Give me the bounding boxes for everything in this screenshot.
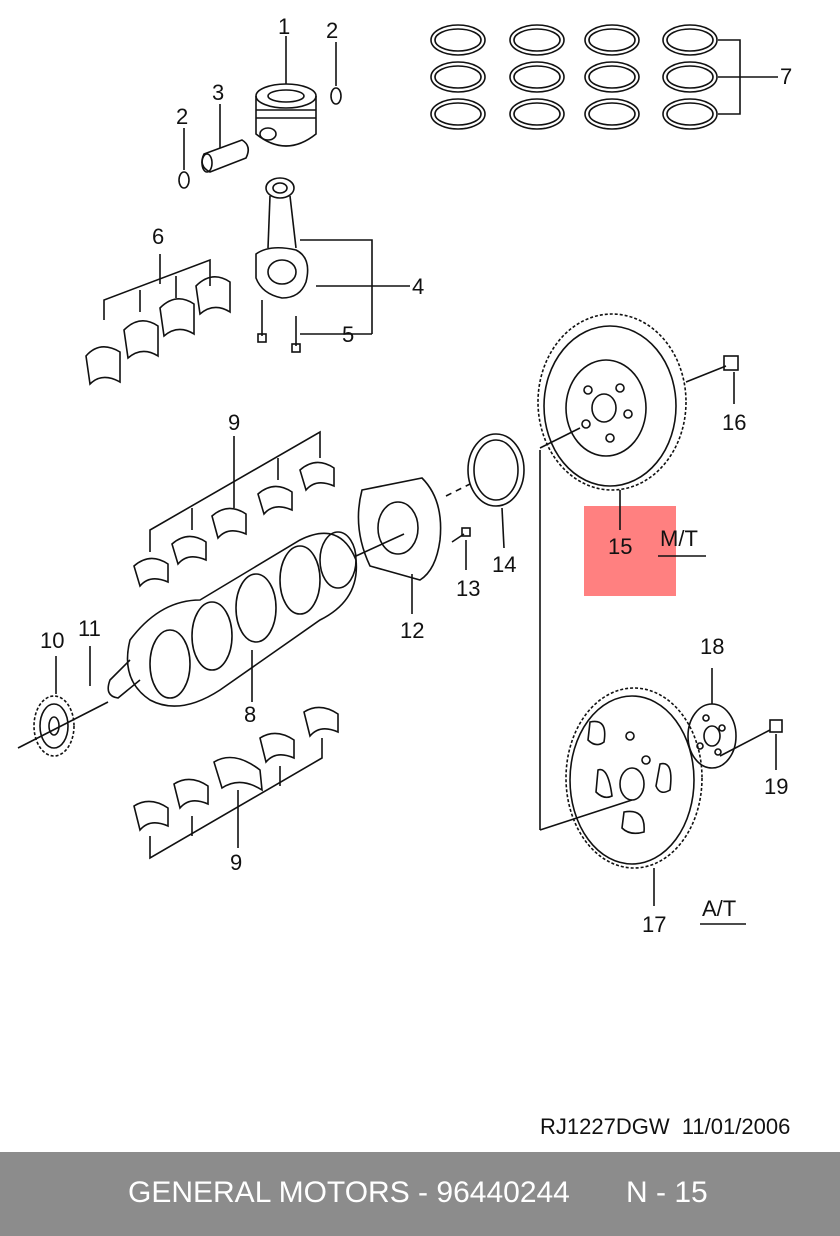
mt-label: M/T: [660, 526, 698, 551]
callout-7: 7: [780, 64, 792, 89]
callout-17: 17: [642, 912, 666, 937]
callout-13: 13: [456, 576, 480, 601]
footer-part-info: GENERAL MOTORS - 96440244: [128, 1176, 570, 1209]
reference-date: 11/01/2006: [681, 1114, 791, 1139]
thrust-plate: [357, 477, 442, 614]
callout-11: 11: [78, 616, 101, 641]
snap-ring-lower: [178, 171, 190, 189]
spacer-plate: [687, 668, 737, 769]
callout-15: 15: [608, 534, 632, 559]
crankshaft: [107, 531, 405, 707]
callout-2-lower: 2: [176, 104, 188, 129]
callout-16: 16: [722, 410, 746, 435]
callout-14: 14: [492, 552, 516, 577]
callout-8: 8: [244, 702, 256, 727]
main-bearings-lower: [133, 706, 339, 860]
timing-gear: [17, 656, 109, 757]
exploded-parts-diagram: 1 2 3 2 7 6 4 5 16 9 15 M/T 14 13 12 11 …: [17, 14, 792, 937]
callout-10: 10: [40, 628, 64, 653]
callout-6: 6: [152, 224, 164, 249]
callout-9-upper: 9: [228, 410, 240, 435]
highlight-box: [584, 506, 676, 596]
footer-brand: GENERAL MOTORS: [128, 1176, 410, 1209]
flexplate-bolt: [719, 719, 783, 770]
footer-page: N - 15: [626, 1176, 708, 1209]
rod-bearings: [85, 254, 231, 386]
footer-part-number: 96440244: [436, 1176, 570, 1209]
flywheel-manual: [537, 313, 706, 557]
snap-ring-upper: [330, 87, 342, 105]
rod-bolts: [257, 300, 372, 353]
rear-oil-seal: [445, 433, 525, 549]
callout-12: 12: [400, 618, 424, 643]
flywheel-bolt: [685, 355, 739, 404]
main-bearings-upper: [133, 430, 335, 588]
at-label: A/T: [702, 896, 736, 921]
piston-rings: [430, 24, 778, 130]
callout-18: 18: [700, 634, 724, 659]
reference-code: RJ1227DGW 11/01/2006: [540, 1114, 790, 1140]
connecting-rod: [255, 177, 410, 334]
callout-3: 3: [212, 80, 224, 105]
callout-19: 19: [764, 774, 788, 799]
callout-2-upper: 2: [326, 18, 338, 43]
callout-4: 4: [412, 274, 424, 299]
piston-pin: [201, 104, 250, 173]
flexplate-automatic: [539, 687, 746, 925]
callout-1: 1: [278, 14, 290, 39]
footer-bar: [0, 1152, 840, 1236]
reference-id: RJ1227DGW: [540, 1114, 670, 1139]
piston: [255, 36, 317, 147]
callout-5: 5: [342, 322, 354, 347]
callout-9-lower: 9: [230, 850, 242, 875]
thrust-bolt: [451, 527, 471, 570]
